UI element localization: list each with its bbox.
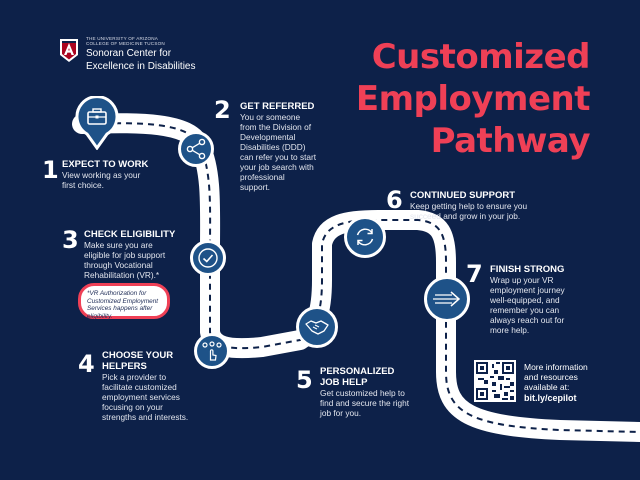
step-7-body-line-1: Wrap up your VR (490, 275, 554, 285)
step-2-body-line-7: professional (240, 172, 285, 182)
briefcase-icon (87, 108, 107, 125)
step-7-body-line-4: remember you can (490, 305, 560, 315)
step-5-body-line-1: Get customized help to (320, 388, 405, 398)
note-line-3: Services happens after (87, 305, 153, 313)
step-7-circle (424, 276, 470, 322)
note-line-4: eligibility. (87, 312, 113, 320)
step-5-number: 5 (296, 366, 313, 394)
step-7-body-line-2: employment journey (490, 285, 565, 295)
title-line-1: Customized (371, 37, 591, 77)
step-2-body-line-2: from the Division of (240, 122, 312, 132)
step-4-body-line-3: employment services (102, 392, 180, 402)
step-7-body-line-5: always reach out for (490, 315, 565, 325)
step-5-heading-line-1: PERSONALIZED (320, 366, 395, 377)
step-5-body-line-3: job for you. (320, 408, 362, 418)
step-5-circle (296, 306, 338, 348)
org-center-line-2: Excellence in Disabilities (86, 61, 196, 73)
step-1-number: 1 (42, 156, 59, 184)
step-3-number: 3 (62, 226, 79, 254)
step-4-number: 4 (78, 350, 95, 378)
note-line-2: Customized Employment (87, 297, 159, 305)
step-1-text: EXPECT TO WORK View working as your firs… (62, 159, 172, 190)
choose-helpers-icon (202, 341, 222, 361)
step-4-body-line-5: strengths and interests. (102, 412, 189, 422)
more-info-text: More information and resources available… (524, 362, 588, 392)
vr-authorization-note: *VR Authorization for Customized Employm… (78, 283, 170, 320)
step-7-heading: FINISH STRONG (490, 264, 565, 275)
more-info-line-3: available at: (524, 382, 570, 392)
step-2-body-line-4: Disabilities (DDD) (240, 142, 306, 152)
handshake-icon (305, 320, 329, 335)
step-6-number: 6 (386, 186, 403, 214)
step-3-body-line-3: through Vocational (84, 260, 153, 270)
step-1-pin (75, 96, 119, 150)
org-header: THE UNIVERSITY OF ARIZONA COLLEGE OF MED… (58, 36, 196, 73)
step-4-body-line-1: Pick a provider to (102, 372, 167, 382)
step-3-body-line-1: Make sure you are (84, 240, 153, 250)
step-6-heading: CONTINUED SUPPORT (410, 190, 516, 201)
more-info-line-2: and resources (524, 372, 578, 382)
step-4-body-line-2: facilitate customized (102, 382, 177, 392)
step-4-circle (194, 333, 230, 369)
org-center-line-1: Sonoran Center for (86, 48, 172, 60)
step-3-circle (190, 240, 226, 276)
step-3-body-line-2: eligible for job support (84, 250, 166, 260)
step-2-body-line-1: You or someone (240, 112, 301, 122)
university-logo-icon (60, 39, 78, 62)
step-2-heading: GET REFERRED (240, 101, 315, 112)
referral-network-icon (186, 138, 206, 160)
step-3-heading: CHECK ELIGIBILITY (84, 229, 176, 240)
step-3-body-line-4: Rehabilitation (VR).* (84, 270, 160, 280)
step-3-text: CHECK ELIGIBILITY Make sure you are elig… (84, 229, 204, 280)
title-line-3: Pathway (430, 121, 591, 161)
checkmark-icon (198, 248, 218, 268)
step-4-text: CHOOSE YOUR HELPERS Pick a provider to f… (102, 350, 222, 422)
step-7-text: FINISH STRONG Wrap up your VR employment… (490, 264, 600, 335)
step-4-heading-line-1: CHOOSE YOUR (102, 350, 174, 361)
step-6-circle (344, 216, 386, 258)
step-2-body-line-6: your job search with (240, 162, 314, 172)
step-2-text: GET REFERRED You or someone from the Div… (240, 101, 350, 192)
step-2-body-line-5: can refer you to start (240, 152, 317, 162)
step-1-body-line-1: View working as your (62, 170, 141, 180)
step-6-text: CONTINUED SUPPORT Keep getting help to e… (410, 190, 570, 221)
step-2-circle (178, 131, 214, 167)
step-2-body-line-3: Developmental (240, 132, 296, 142)
step-7-number: 7 (466, 260, 483, 288)
refresh-cycle-icon (356, 228, 374, 246)
step-7-body-line-3: well-equipped, and (490, 295, 560, 305)
fast-forward-arrow-icon (433, 291, 461, 307)
more-info-line-1: More information (524, 362, 588, 372)
step-5-text: PERSONALIZED JOB HELP Get customized hel… (320, 366, 440, 418)
qr-code-icon[interactable] (474, 360, 516, 402)
step-4-heading-line-2: HELPERS (102, 361, 147, 372)
note-line-1: *VR Authorization for (87, 290, 147, 297)
org-university: THE UNIVERSITY OF ARIZONA (86, 36, 159, 41)
step-5-body-line-2: find and secure the right (320, 398, 410, 408)
page-title: Customized Employment Pathway (355, 36, 591, 162)
title-line-2: Employment (355, 79, 591, 119)
step-1-body-line-2: first choice. (62, 180, 104, 190)
org-college: COLLEGE OF MEDICINE TUCSON (86, 40, 165, 46)
step-7-body-line-6: more help. (490, 325, 530, 335)
step-1-heading: EXPECT TO WORK (62, 159, 149, 170)
step-2-body-line-8: support. (240, 182, 270, 192)
step-6-body-line-1: Keep getting help to ensure you (410, 201, 528, 211)
step-5-heading-line-2: JOB HELP (320, 377, 368, 388)
step-2-number: 2 (214, 96, 231, 124)
step-6-body-line-2: succeed and grow in your job. (410, 211, 521, 221)
step-4-body-line-4: focusing on your (102, 402, 163, 412)
resource-link[interactable]: bit.ly/cepilot (524, 393, 577, 403)
